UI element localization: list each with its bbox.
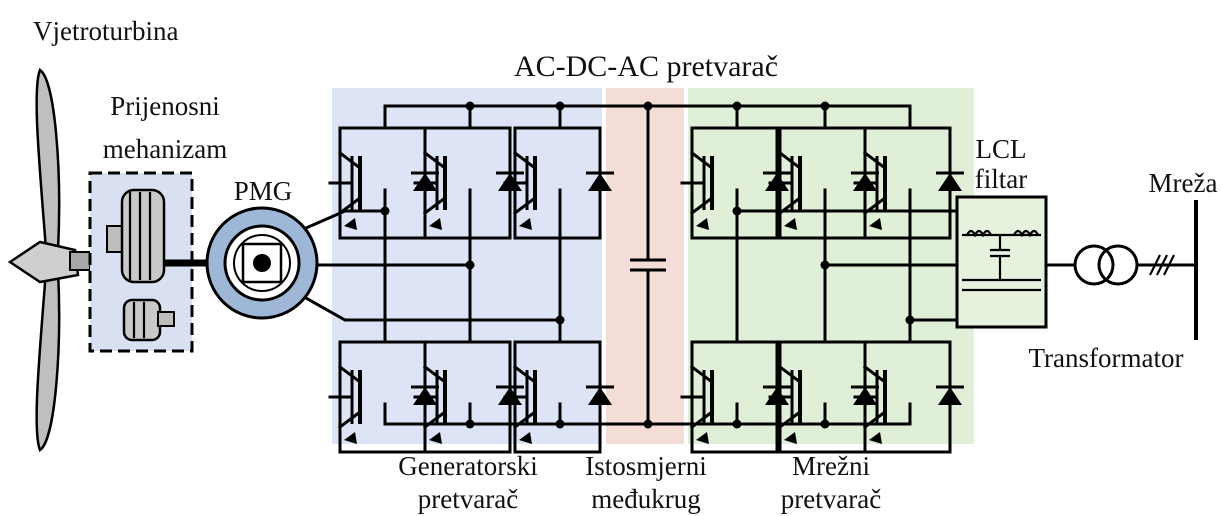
gen-converter-label-1: Generatorski [398,451,537,481]
lcl-filter [955,195,1048,329]
grid-label: Mreža [1149,168,1218,198]
gen-converter-label-2: pretvarač [418,484,518,514]
dc-link-region [606,88,684,444]
lcl-label-1: LCL [976,134,1027,164]
gearbox-label-2: mehanizam [103,134,227,164]
dc-link-label-1: Istosmjerni [585,451,707,481]
generator-converter [328,101,616,454]
lcl-label-2: filtar [975,164,1027,194]
transformer-icon [1073,244,1198,286]
phase-c-gen [303,295,562,322]
transformer-label: Transformator [1029,343,1184,373]
pmg-icon [205,206,319,320]
grid-converter-label-1: Mrežni [792,451,870,481]
grid-converter-label-2: pretvarač [781,484,881,514]
turbine-label: Vjetroturbina [33,16,178,46]
grid-converter [680,101,966,454]
gearbox-label-1: Prijenosni [110,91,220,121]
dc-link-capacitor [630,101,666,429]
gearbox-icon [88,171,194,353]
pmg-label: PMG [234,176,293,206]
converter-title: AC-DC-AC pretvarač [514,50,778,83]
wind-turbine-icon [7,68,122,452]
dc-link-label-2: međukrug [591,484,700,514]
